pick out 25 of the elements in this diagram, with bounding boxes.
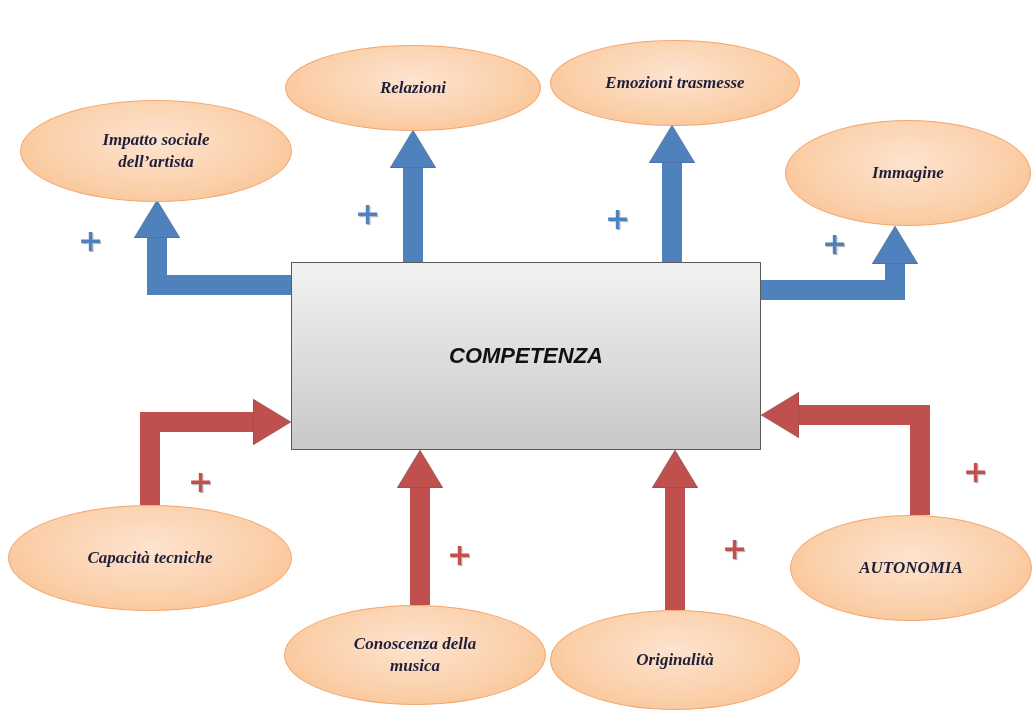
node-label: Relazioni [379,76,447,99]
block-arrow [651,449,699,610]
plus-sign: + [722,534,748,564]
block-arrow [396,449,444,605]
block-arrow [648,124,696,262]
node-label: AUTONOMIA [859,556,963,579]
process-box [291,262,761,450]
plus-sign: + [822,229,848,259]
plus-sign: + [963,457,989,487]
node-label: COMPETENZA [449,343,603,369]
node-label: Capacità tecniche [87,546,213,569]
plus-sign: + [605,204,631,234]
node-label: Originalità [636,648,714,671]
plus-sign: + [188,467,214,497]
node-label: Emozioni trasmesse [605,71,745,94]
plus-sign: + [355,199,381,229]
plus-sign: + [447,540,473,570]
node-label: Immagine [872,161,944,184]
block-arrow [389,129,437,262]
block-arrow [760,391,930,515]
plus-sign: + [78,226,104,256]
node-label: Impatto sociale dell’artista [101,128,211,173]
block-arrow [761,225,919,300]
block-arrow [140,398,292,505]
node-label: Conoscenza della musica [352,632,478,677]
